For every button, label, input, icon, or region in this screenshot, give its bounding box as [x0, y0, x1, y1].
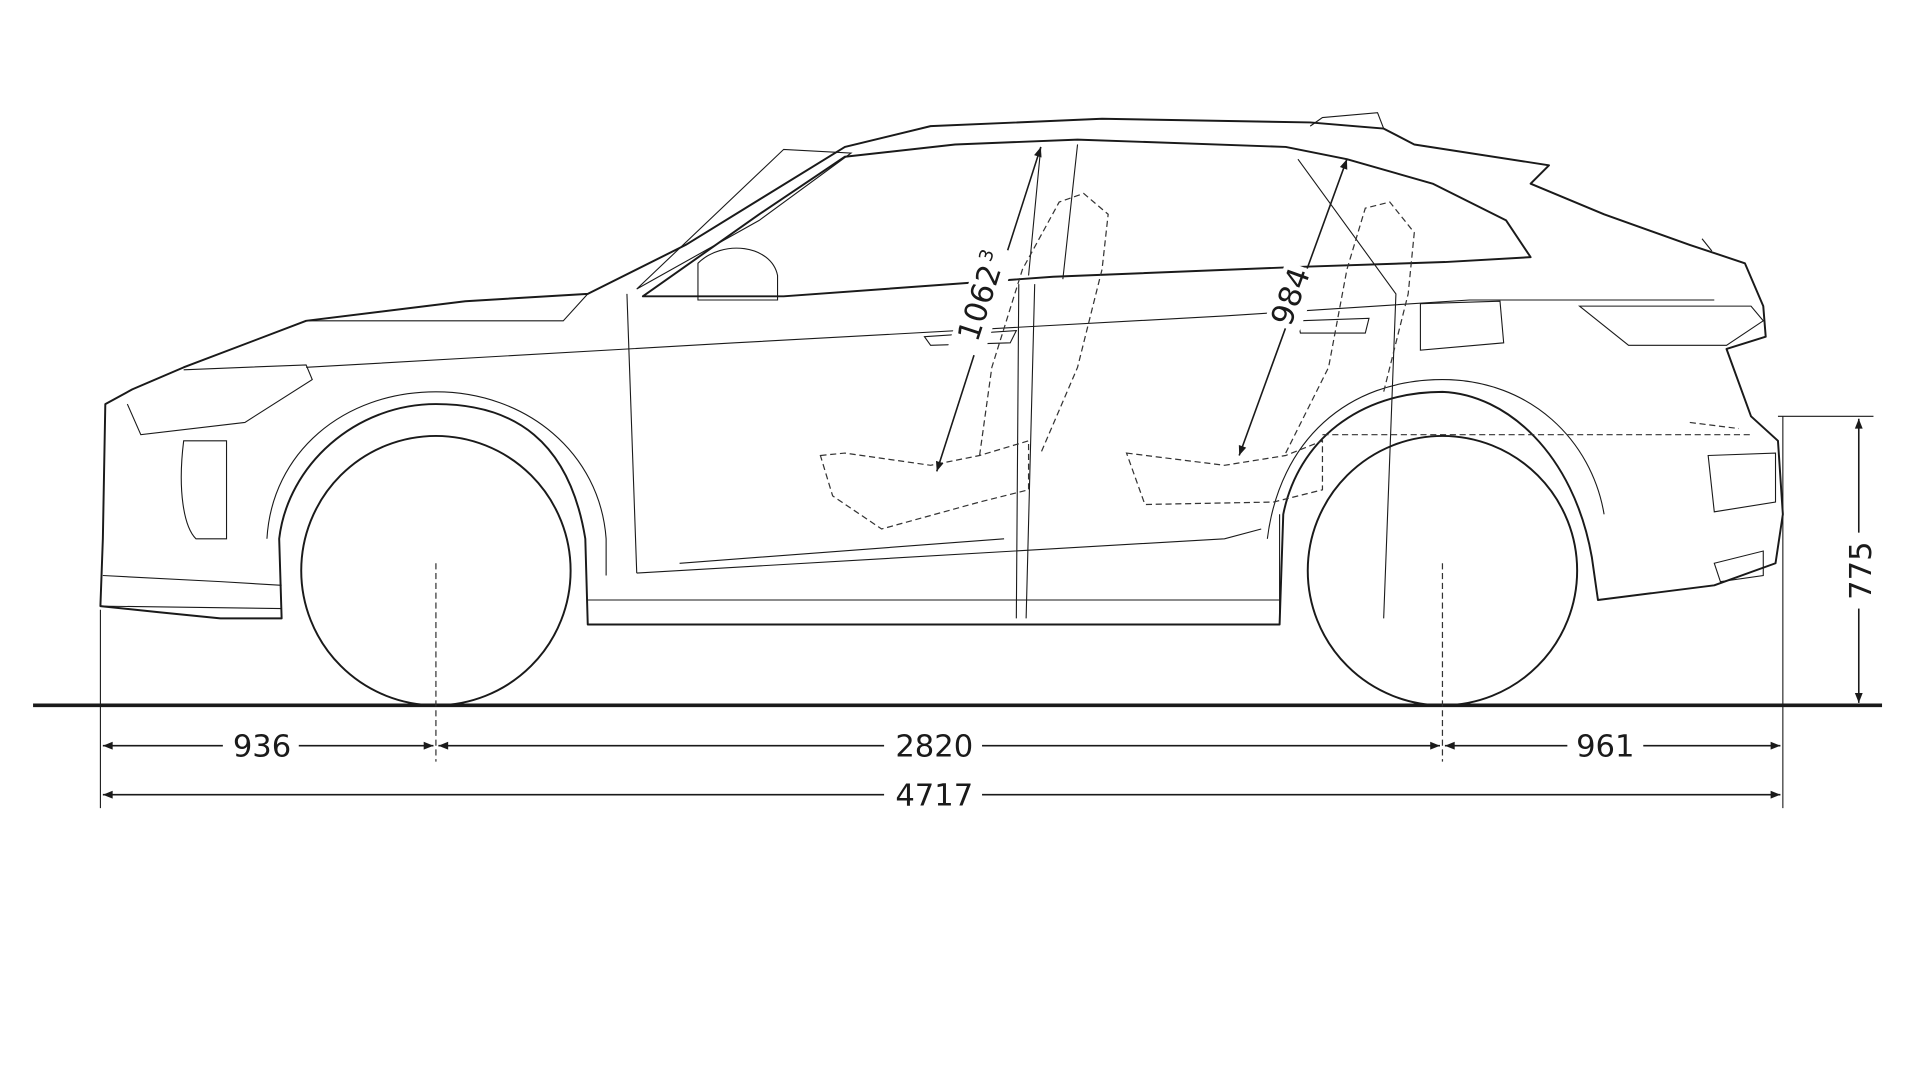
label-wheelbase: 2820: [895, 730, 973, 765]
car-outline: [99, 112, 1784, 626]
label-front-overhang: 936: [233, 730, 291, 765]
seats-outline: [819, 192, 1415, 530]
label-overall-length: 4717: [895, 779, 973, 814]
label-rear-height: 775: [1844, 541, 1879, 599]
label-rear-overhang: 961: [1576, 730, 1634, 765]
